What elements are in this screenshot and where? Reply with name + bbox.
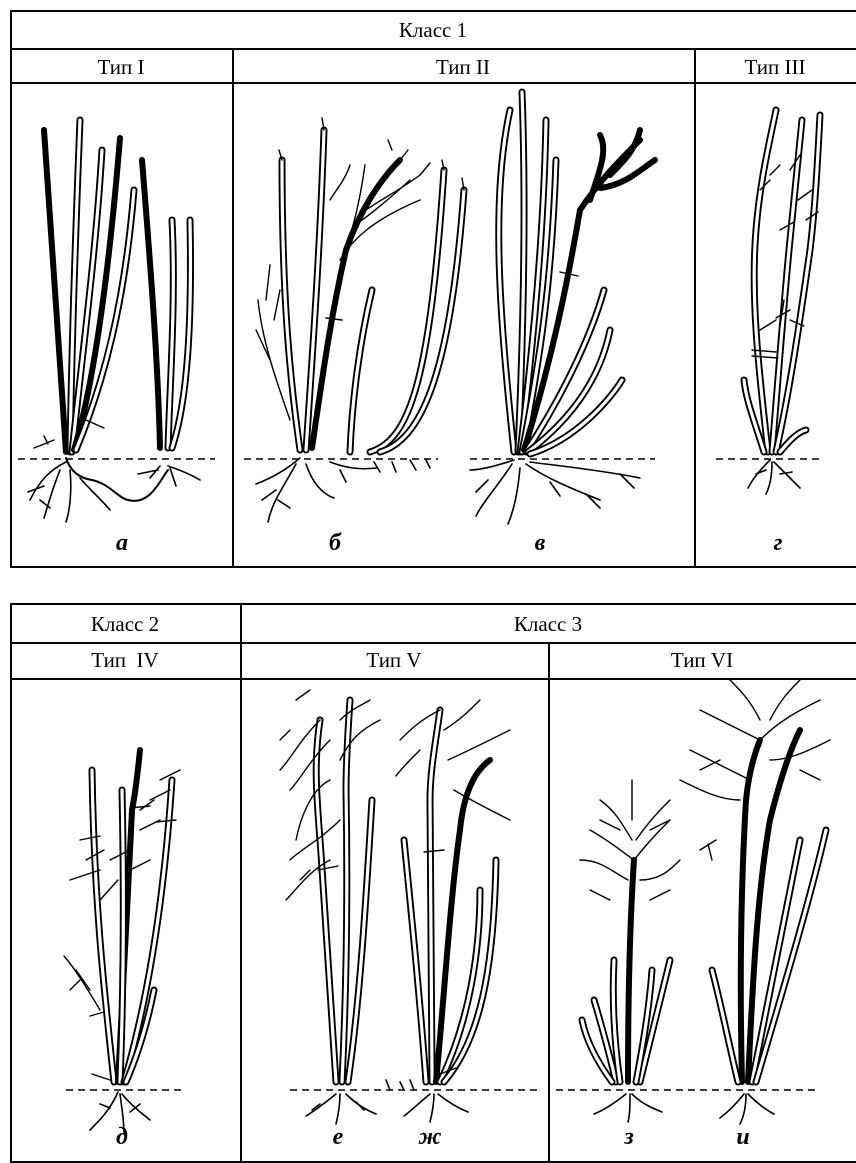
- plant-zh: [386, 700, 510, 1122]
- plant-a: [28, 120, 200, 522]
- plant-d: [64, 750, 180, 1134]
- plant-b: [256, 118, 464, 522]
- plant-g: [744, 110, 820, 494]
- plant-z: [580, 780, 680, 1122]
- plant-e: [280, 690, 380, 1124]
- plant-i: [680, 680, 830, 1124]
